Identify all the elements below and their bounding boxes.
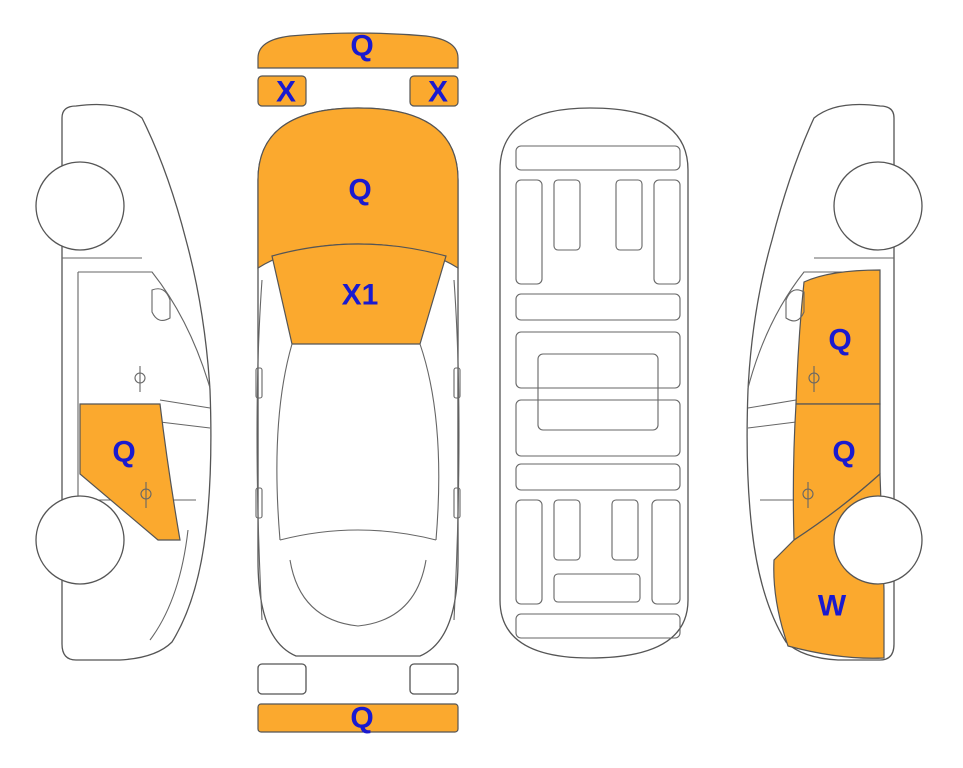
left-side-view: Q (35, 103, 212, 661)
right-headlight-damaged[interactable] (409, 75, 459, 107)
right-front-wheel (833, 161, 923, 251)
rear-bumper-label: Q (350, 702, 373, 735)
right-rear-door-label: Q (832, 436, 855, 469)
right-front-door-label: Q (828, 324, 851, 357)
right-headlight-label: X (428, 76, 448, 109)
left-headlight-label: X (276, 76, 296, 109)
left-rear-wheel (35, 495, 125, 585)
front-bumper-label: Q (350, 30, 373, 63)
rear-bumper-damaged[interactable] (257, 703, 459, 733)
hood-label: Q (348, 174, 371, 207)
left-front-wheel (35, 161, 125, 251)
right-rear-fender-label: W (818, 590, 847, 623)
underbody-view (499, 107, 689, 659)
right-side-view: Q Q W (746, 103, 923, 661)
left-rear-door-damaged[interactable] (79, 403, 181, 541)
left-taillight[interactable] (257, 663, 307, 695)
left-headlight-damaged[interactable] (257, 75, 307, 107)
windshield-damaged[interactable] (271, 243, 447, 345)
windshield-label: X1 (342, 279, 379, 312)
right-rear-wheel (833, 495, 923, 585)
left-rear-door-label: Q (112, 436, 135, 469)
top-view: Q X X Q X1 Q (255, 30, 461, 735)
right-taillight[interactable] (409, 663, 459, 695)
front-bumper-damaged[interactable] (257, 32, 459, 69)
